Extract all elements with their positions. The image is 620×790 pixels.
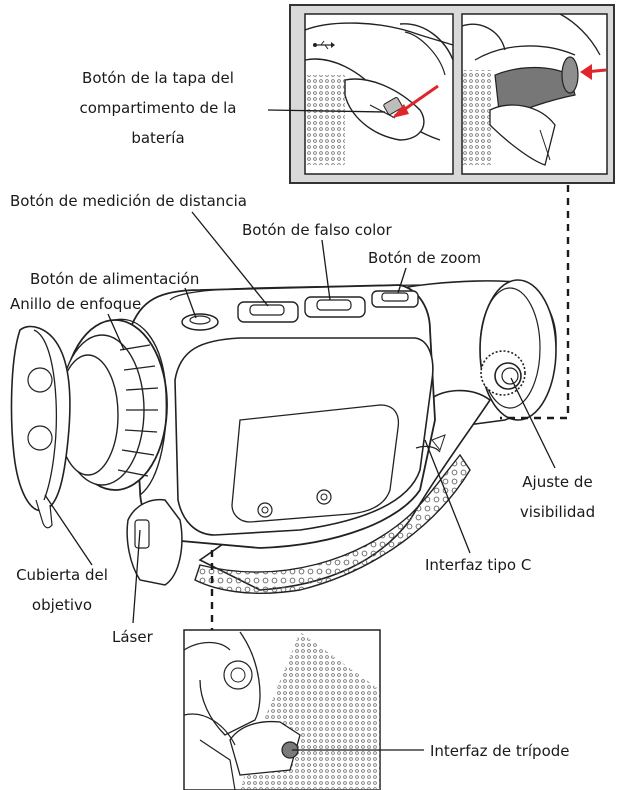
lens-cover-label-line1: Cubierta del xyxy=(16,566,108,584)
laser-label: Láser xyxy=(112,628,153,646)
battery-cover-button-label-line1: Botón de la tapa del xyxy=(82,69,234,87)
type-c-label: Interfaz tipo C xyxy=(425,556,532,574)
distance-button-label: Botón de medición de distancia xyxy=(10,192,247,210)
usb-icon xyxy=(313,40,335,50)
lens-cover-label-line2: objetivo xyxy=(31,596,93,614)
tripod-label: Interfaz de trípode xyxy=(430,742,570,760)
focus-ring-drawing xyxy=(57,318,168,496)
lens-cover-drawing xyxy=(10,325,71,529)
top-buttons xyxy=(181,290,419,331)
battery-cover-button-label-line3: batería xyxy=(131,129,185,147)
false-color-button-label: Botón de falso color xyxy=(242,221,392,239)
visibility-adjust-label: Ajuste de visibilidad xyxy=(500,472,615,522)
visibility-adjust-label-line1: Ajuste de xyxy=(522,473,593,491)
visibility-adjust-label-line2: visibilidad xyxy=(519,503,596,521)
focus-ring-label: Anillo de enfoque xyxy=(10,295,142,313)
dashed-connectors xyxy=(210,185,570,630)
tripod-inset xyxy=(183,629,381,790)
battery-inset-right-panel xyxy=(461,13,608,175)
lens-cover-label: Cubierta del objetivo xyxy=(2,565,122,615)
battery-inset xyxy=(289,4,615,184)
monocular-body xyxy=(10,279,557,594)
battery-cover-button-label-line2: compartimento de la xyxy=(79,99,237,117)
zoom-button-label: Botón de zoom xyxy=(368,249,482,267)
battery-inset-left-panel xyxy=(304,13,454,175)
leader-lines xyxy=(44,109,556,751)
battery-cover-button-label: Botón de la tapa del compartimento de la… xyxy=(58,68,258,148)
power-button-label: Botón de alimentación xyxy=(30,270,200,288)
diopter-knob xyxy=(480,350,526,396)
